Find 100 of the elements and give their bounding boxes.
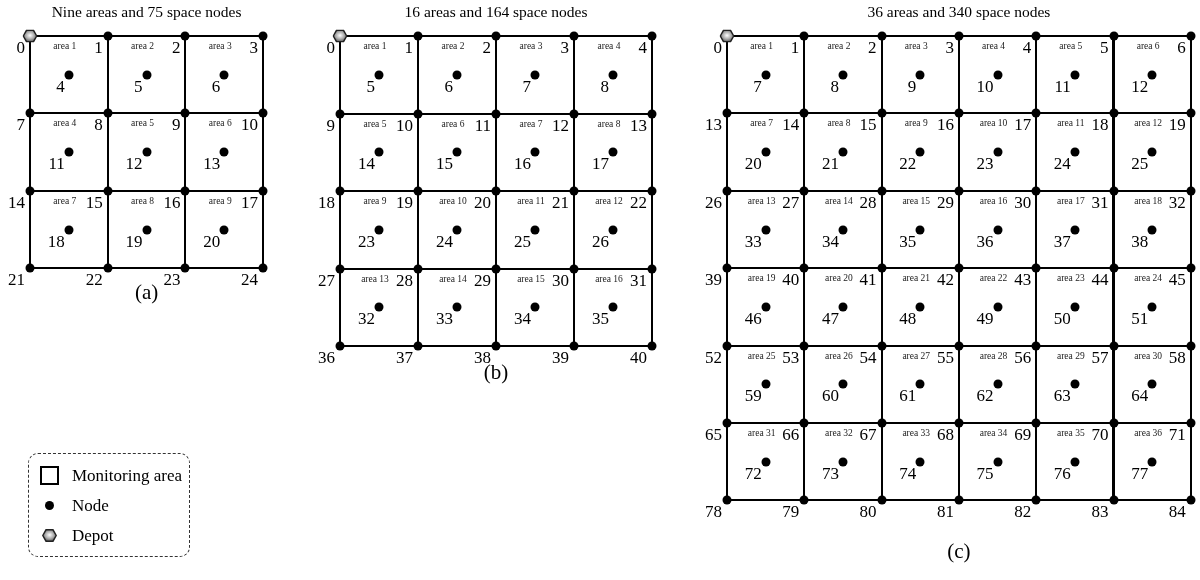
area-label: area 1 — [363, 42, 387, 52]
node-number: 25 — [514, 232, 531, 250]
panel-caption: (a) — [134, 281, 159, 305]
area-label: area 20 — [825, 274, 853, 284]
area-label: area 10 — [439, 197, 467, 207]
area-label: area 29 — [1057, 351, 1085, 362]
node-number: 33 — [744, 232, 762, 250]
area-label: area 8 — [597, 119, 621, 129]
panel-caption: (c) — [947, 540, 971, 564]
node-number: 20 — [744, 155, 762, 173]
node-number: 34 — [821, 232, 839, 250]
node-number: 0 — [326, 39, 335, 56]
area-label: area 9 — [363, 197, 387, 207]
node-number: 11 — [48, 155, 65, 173]
area-label: area 7 — [750, 119, 774, 129]
area-label: area 19 — [747, 274, 776, 284]
node-number: 5 — [366, 77, 375, 95]
node-number: 3 — [560, 39, 569, 56]
node-number: 83 — [1091, 503, 1109, 521]
node-number: 72 — [744, 464, 762, 482]
node-number: 4 — [56, 77, 65, 95]
node-number: 51 — [1131, 309, 1149, 327]
node-number: 62 — [976, 387, 994, 405]
node-number: 9 — [326, 116, 335, 134]
node-number: 2 — [868, 39, 877, 56]
node-number: 79 — [782, 503, 800, 521]
legend-text: Monitoring area — [72, 466, 182, 484]
node-number: 16 — [163, 193, 181, 211]
node-number: 50 — [1053, 309, 1071, 327]
area-label: area 7 — [53, 196, 77, 207]
node-number: 31 — [1091, 193, 1109, 211]
node-number: 14 — [782, 116, 800, 134]
node-number: 1 — [790, 39, 800, 56]
node-number: 10 — [396, 116, 413, 134]
node-number: 44 — [1091, 271, 1109, 289]
area-label: area 12 — [595, 197, 623, 207]
node-number: 22 — [85, 271, 103, 289]
node-number: 23 — [163, 271, 181, 289]
node-number: 30 — [1014, 193, 1032, 211]
node-number: 81 — [936, 503, 954, 521]
node-number: 5 — [134, 77, 143, 95]
node-number: 43 — [1014, 271, 1032, 289]
panel-title: 16 areas and 164 space nodes — [404, 3, 588, 21]
node-number: 12 — [552, 116, 569, 134]
node-number: 45 — [1168, 271, 1186, 289]
area-label: area 4 — [982, 42, 1005, 52]
node-number: 26 — [592, 232, 609, 250]
panel-title: 36 areas and 340 space nodes — [867, 3, 1051, 21]
node-number: 31 — [630, 271, 647, 289]
area-label: area 3 — [904, 42, 928, 52]
node-number: 19 — [1168, 116, 1186, 134]
node-number: 24 — [241, 271, 259, 289]
area-label: area 34 — [979, 429, 1008, 439]
node-number: 49 — [976, 309, 994, 327]
node-number: 17 — [592, 155, 609, 173]
panel-title: Nine areas and 75 space nodes — [51, 3, 242, 21]
area-label: area 12 — [1134, 119, 1162, 129]
node-number: 6 — [1177, 39, 1186, 56]
node-number: 58 — [1168, 348, 1186, 366]
node-number: 59 — [744, 387, 762, 405]
node-number: 3 — [945, 39, 954, 56]
node-number: 69 — [1014, 426, 1032, 443]
node-number: 29 — [936, 193, 954, 211]
area-label: area 11 — [517, 197, 545, 207]
legend-text: Node — [72, 496, 109, 514]
node-number: 2 — [482, 39, 491, 56]
area-label: area 2 — [441, 42, 465, 52]
node-number: 23 — [976, 155, 994, 173]
node-number: 39 — [552, 349, 569, 366]
node-number: 18 — [318, 194, 335, 211]
node-number: 33 — [436, 310, 453, 328]
node-number: 60 — [821, 387, 839, 405]
area-label: area 8 — [131, 196, 154, 207]
area-label: area 22 — [979, 274, 1008, 284]
node-number: 20 — [474, 194, 491, 211]
area-label: area 11 — [1057, 119, 1085, 129]
node-number: 80 — [859, 503, 877, 521]
node-number: 16 — [936, 116, 954, 134]
node-number: 21 — [552, 194, 569, 211]
node-number: 64 — [1131, 387, 1149, 405]
node-number: 4 — [638, 39, 647, 56]
area-label: area 30 — [1134, 351, 1162, 362]
node-number: 29 — [474, 271, 491, 289]
node-number: 47 — [821, 309, 839, 327]
node-number: 82 — [1014, 503, 1032, 521]
area-label: area 14 — [439, 274, 467, 284]
area-label: area 7 — [519, 119, 543, 129]
area-label: area 13 — [747, 196, 776, 207]
area-label: area 3 — [519, 42, 543, 52]
node-number: 8 — [830, 77, 839, 95]
node-number: 48 — [899, 309, 917, 327]
node-number: 71 — [1168, 426, 1186, 443]
node-number: 19 — [125, 232, 143, 250]
node-number: 22 — [899, 155, 917, 173]
area-label: area 6 — [441, 119, 465, 129]
area-label: area 18 — [1134, 196, 1162, 207]
node-number: 28 — [396, 271, 413, 289]
node-number: 0 — [16, 39, 25, 56]
node-number: 15 — [436, 155, 453, 173]
area-label: area 2 — [827, 42, 851, 52]
